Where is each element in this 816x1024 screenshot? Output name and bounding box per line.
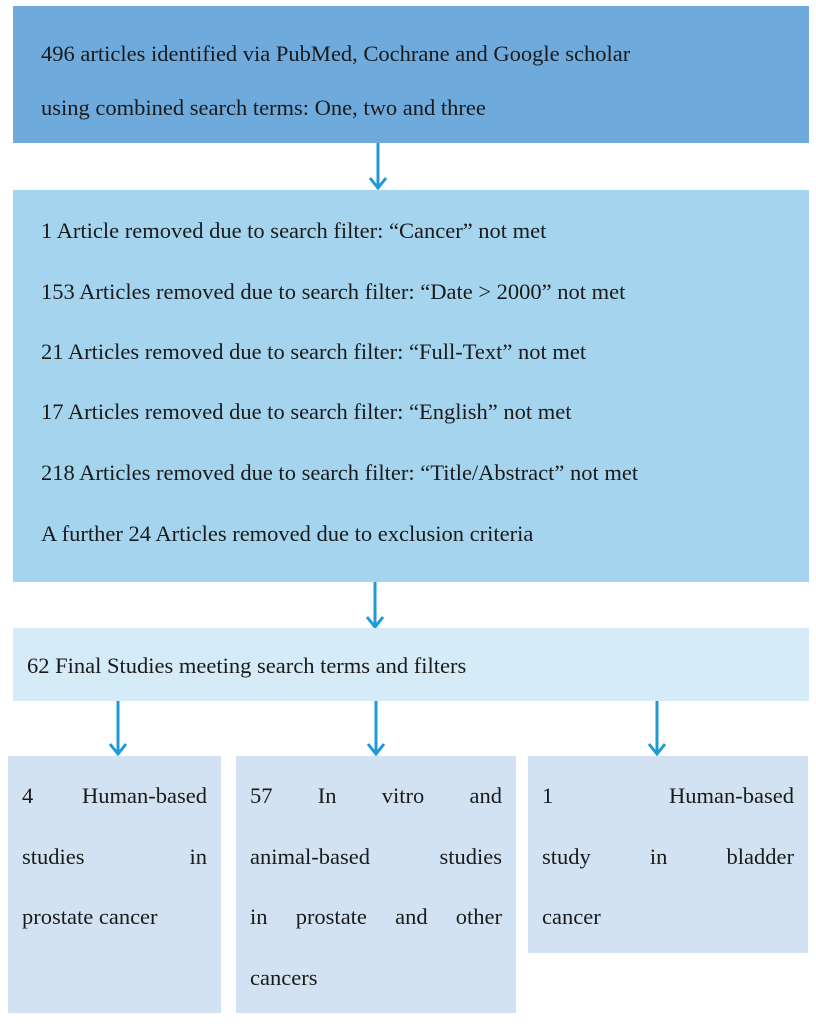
child2-line-3: in prostate and other	[250, 903, 502, 931]
removed-line-5: 218 Articles removed due to search filte…	[41, 460, 639, 485]
removed-line-4: 17 Articles removed due to search filter…	[41, 399, 572, 424]
word: cancer	[542, 904, 601, 929]
word: and	[395, 904, 428, 929]
removed-articles-box: 1 Article removed due to search filter: …	[13, 190, 809, 582]
final-studies-box: 62 Final Studies meeting search terms an…	[13, 628, 809, 701]
word: prostate cancer	[22, 904, 158, 929]
child2-line-4: cancers	[250, 964, 317, 992]
human-prostate-box: 4 Human-based studies in prostate cancer	[8, 756, 221, 1013]
arrow-down-icon	[647, 701, 667, 757]
word: bladder	[726, 844, 794, 869]
arrow-down-icon	[368, 143, 388, 191]
word: and	[469, 783, 503, 808]
arrow-down-icon	[365, 582, 385, 630]
in-vitro-animal-box: 57 In vitro and animal-based studies in …	[236, 756, 516, 1013]
human-bladder-box: 1 Human-based study in bladder cancer	[528, 756, 808, 953]
word: cancers	[250, 965, 318, 990]
arrow-down-icon	[108, 701, 128, 757]
word: 57	[250, 783, 273, 808]
arrow-down-icon	[366, 701, 386, 757]
identified-articles-box: 496 articles identified via PubMed, Coch…	[13, 6, 809, 143]
child3-line-1: 1 Human-based	[542, 782, 794, 810]
word: in	[649, 844, 668, 869]
word: Human-based	[82, 783, 207, 808]
word: studies	[439, 844, 502, 869]
child1-line-1: 4 Human-based	[22, 782, 207, 810]
removed-line-1: 1 Article removed due to search filter: …	[41, 218, 547, 243]
child1-line-3: prostate cancer	[22, 903, 158, 931]
child2-line-2: animal-based studies	[250, 843, 502, 871]
removed-line-3: 21 Articles removed due to search filter…	[41, 339, 587, 364]
word: 4	[22, 783, 34, 808]
word: prostate	[295, 904, 367, 929]
word: 1	[542, 783, 554, 808]
identified-line-1: 496 articles identified via PubMed, Coch…	[41, 41, 631, 66]
word: other	[455, 904, 502, 929]
child2-line-1: 57 In vitro and	[250, 782, 502, 810]
removed-line-6: A further 24 Articles removed due to exc…	[41, 521, 534, 546]
word: vitro	[381, 783, 425, 808]
child3-line-3: cancer	[542, 903, 601, 931]
word: in	[250, 904, 268, 929]
removed-line-2: 153 Articles removed due to search filte…	[41, 279, 626, 304]
word: study	[542, 844, 591, 869]
word: studies	[22, 844, 85, 869]
child1-line-2: studies in	[22, 843, 207, 871]
final-studies-line: 62 Final Studies meeting search terms an…	[27, 653, 467, 678]
word: In	[317, 783, 337, 808]
identified-line-2: using combined search terms: One, two an…	[41, 95, 486, 120]
word: animal-based	[250, 844, 370, 869]
child3-line-2: study in bladder	[542, 843, 794, 871]
word: Human-based	[669, 783, 794, 808]
word: in	[189, 844, 207, 869]
